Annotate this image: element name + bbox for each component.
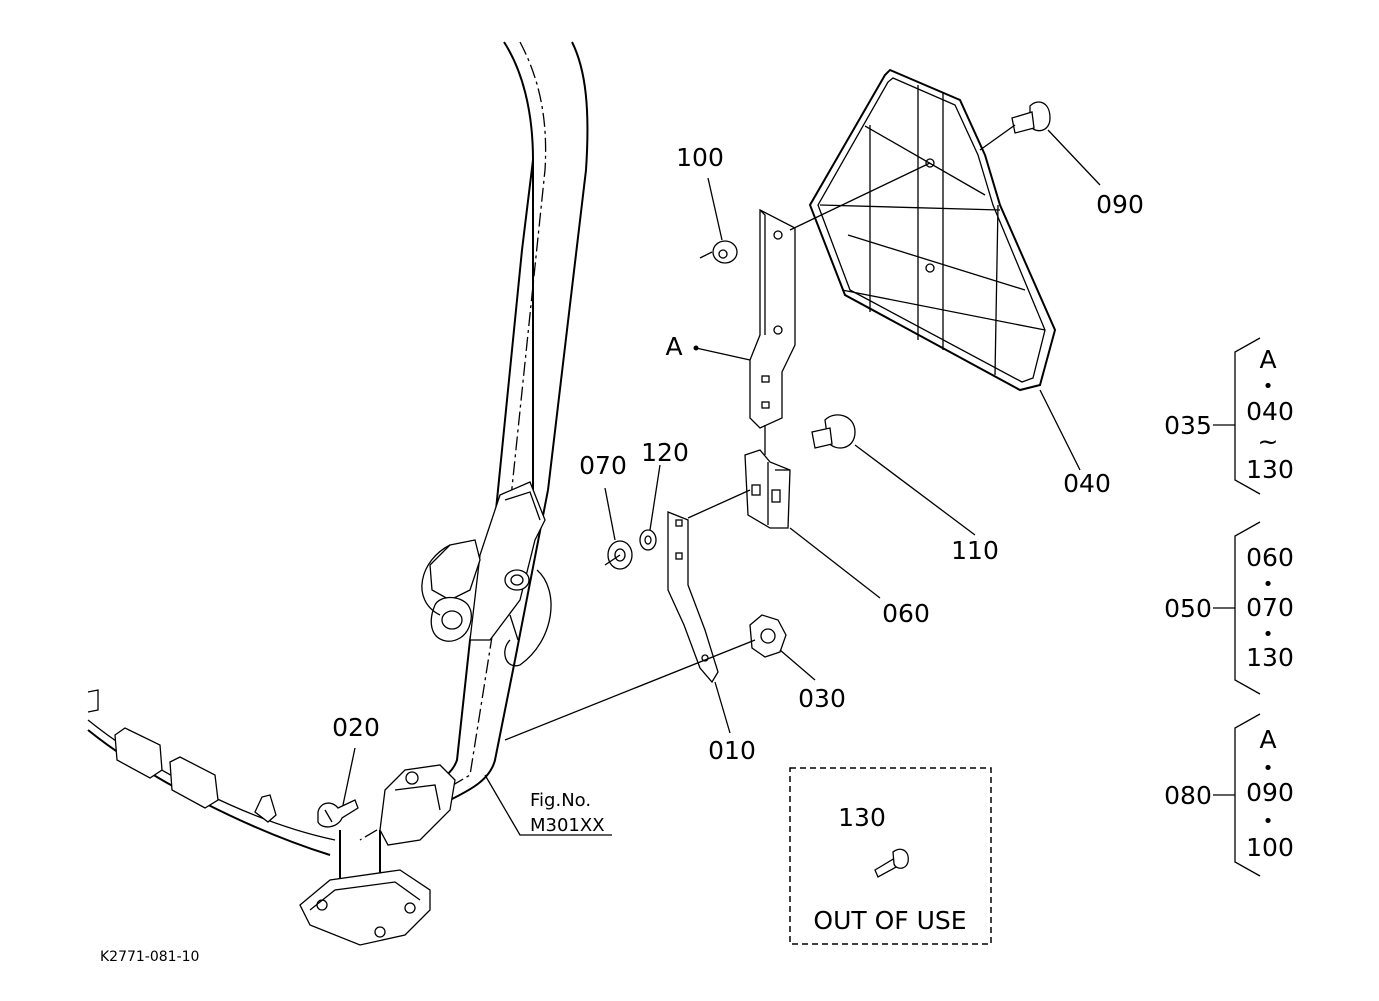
hardware [607,101,1051,878]
group-080-item: 090 [1246,778,1294,807]
out-of-use-box [789,767,992,945]
group-brackets [1213,337,1261,877]
group-035-item: • [1263,376,1274,397]
group-080-item: A [1259,725,1276,754]
callout-110: 110 [951,536,999,565]
group-050-item: 070 [1246,593,1294,622]
group-050-item: • [1263,624,1274,645]
callout-070: 070 [579,451,627,480]
callout-090: 090 [1096,190,1144,219]
fig-ref-line1: Fig.No. [530,790,591,811]
fig-ref-line2: M301XX [530,815,605,836]
callout-060: 060 [882,599,930,628]
callout-100: 100 [676,143,724,172]
group-080-item: 100 [1246,833,1294,862]
group-080-item: • [1263,758,1274,779]
group-035-item: ~ [1258,427,1279,456]
group-035-item: 040 [1246,397,1294,426]
group-080-number: 080 [1164,781,1212,810]
upper-bracket [749,208,796,429]
out-of-use-text: OUT OF USE [813,906,966,935]
group-035-item: 130 [1246,455,1294,484]
lower-bracket [667,511,719,684]
mesh-guard [808,68,1057,392]
out-of-use-part: 130 [838,803,886,832]
group-050-number: 050 [1164,594,1212,623]
callout-030: 030 [798,684,846,713]
callout-010: 010 [708,736,756,765]
group-050-item: 060 [1246,543,1294,572]
drawing-code: K2771-081-10 [100,949,199,965]
callout-040: 040 [1063,469,1111,498]
leader-lines [342,124,1101,836]
clamp-bracket [744,449,791,529]
group-035-number: 035 [1164,411,1212,440]
group-050-item: • [1263,574,1274,595]
group-080-item: • [1263,811,1274,832]
group-035-item: A [1259,345,1276,374]
callout-020: 020 [332,713,380,742]
rops-frame [87,41,589,946]
callout-120: 120 [641,438,689,467]
callout-ref-a: A [665,332,682,361]
group-050-item: 130 [1246,643,1294,672]
